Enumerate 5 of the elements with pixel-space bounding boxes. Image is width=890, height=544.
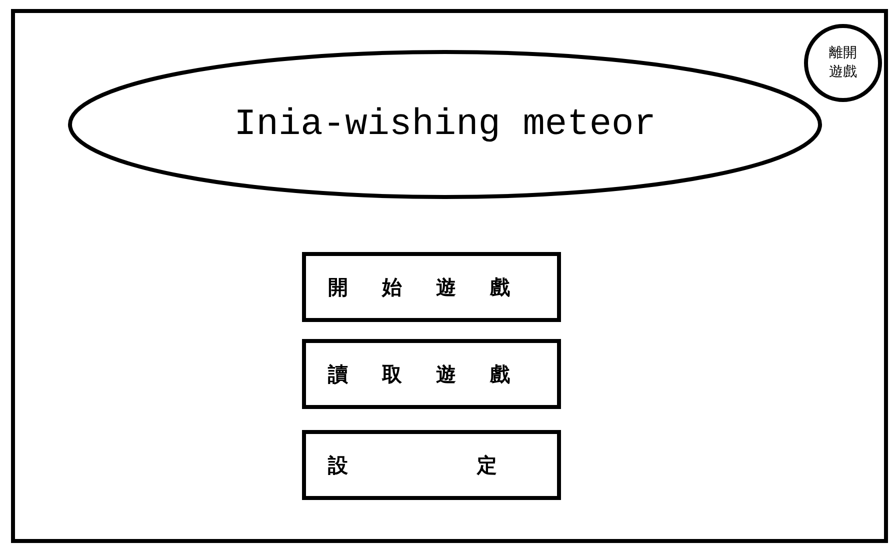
exit-label: 離開遊戲 [828,44,858,82]
title-text: Inia-wishing meteor [234,104,656,146]
menu-button: 開始遊戲 [302,252,561,322]
menu-button: 設定 [302,430,561,500]
menu-button: 讀取遊戲 [302,339,561,409]
